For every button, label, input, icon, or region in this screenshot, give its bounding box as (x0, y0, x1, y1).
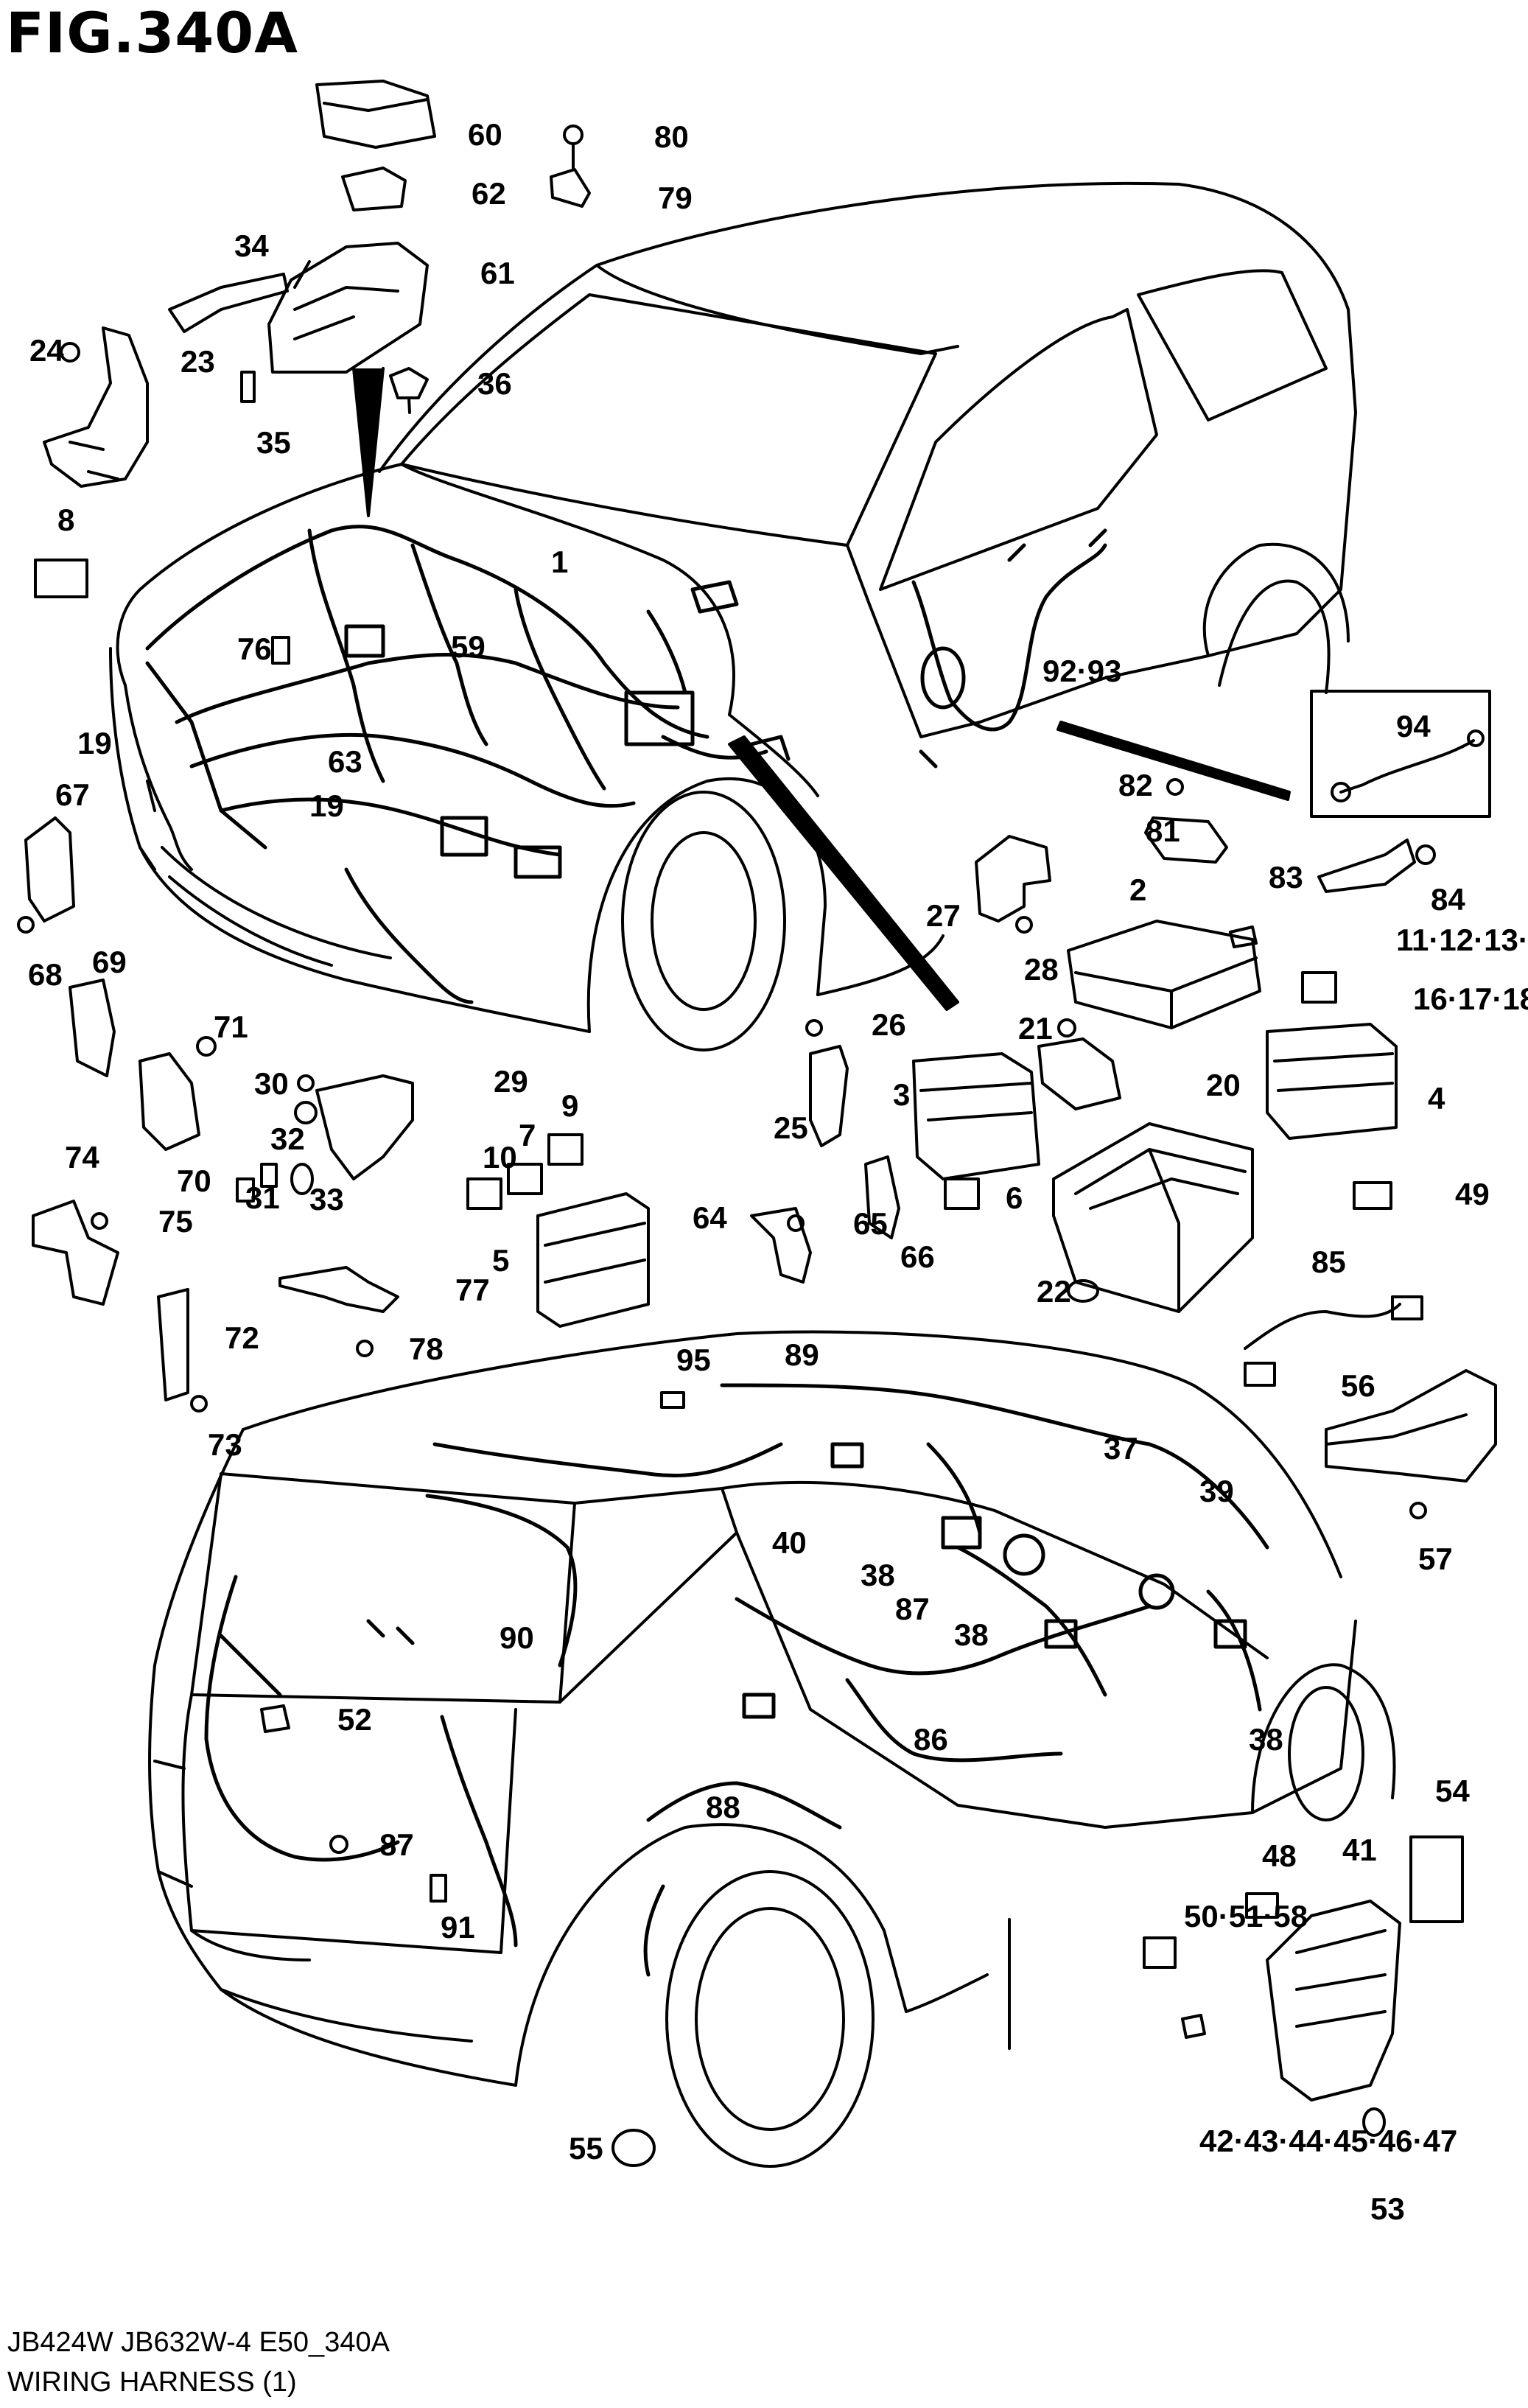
callout-19: 19 (77, 726, 112, 760)
body-harness-92-93 (911, 528, 1107, 769)
callout-67: 67 (55, 777, 90, 812)
callout-16-17-18: 16·17·18 (1413, 981, 1528, 1016)
callout-73: 73 (208, 1427, 242, 1462)
callout-22: 22 (1037, 1274, 1071, 1309)
callout-11-12-13-14-15: 11·12·13·14·15 (1396, 923, 1528, 957)
callout-21: 21 (1018, 1011, 1053, 1046)
callout-9: 9 (561, 1088, 578, 1123)
figure-subtitle: WIRING HARNESS (1) (7, 2367, 297, 2398)
callout-28: 28 (1024, 952, 1059, 987)
pointer-lines (352, 367, 1291, 2050)
figure-title: FIG.340A (6, 0, 298, 66)
callout-29: 29 (494, 1064, 528, 1099)
callout-57: 57 (1418, 1541, 1453, 1576)
callout-34: 34 (234, 228, 269, 263)
callout-36: 36 (477, 366, 512, 401)
callout-87: 87 (895, 1592, 930, 1626)
callout-50-51-58: 50·51·58 (1184, 1899, 1308, 1933)
callout-60: 60 (468, 117, 502, 152)
callout-3: 3 (893, 1077, 910, 1112)
callout-86: 86 (914, 1722, 948, 1757)
callout-82: 82 (1118, 768, 1153, 802)
rear-vehicle-outline (148, 1330, 1396, 2168)
callout-68: 68 (28, 957, 63, 992)
callout-75: 75 (158, 1204, 193, 1239)
callout-42-43-44-45-46-47: 42·43·44·45·46·47 (1199, 2124, 1457, 2158)
callout-7: 7 (519, 1118, 536, 1152)
callout-92-93: 92·93 (1042, 654, 1121, 688)
callout-38: 38 (861, 1558, 895, 1592)
callout-33: 33 (309, 1182, 344, 1217)
engine-harness (145, 525, 791, 1004)
callout-8: 8 (57, 503, 74, 537)
callout-76: 76 (237, 631, 272, 666)
callout-25: 25 (774, 1110, 808, 1145)
callout-40: 40 (772, 1525, 807, 1560)
rear-harness (204, 1383, 1269, 1977)
callout-26: 26 (872, 1007, 906, 1042)
callout-87: 87 (379, 1827, 414, 1862)
callout-53: 53 (1370, 2191, 1405, 2226)
callout-62: 62 (472, 176, 506, 211)
callout-63: 63 (328, 744, 362, 779)
callout-55: 55 (569, 2131, 603, 2166)
callout-52: 52 (337, 1702, 372, 1737)
callout-88: 88 (706, 1790, 740, 1824)
parts-upper (17, 80, 1491, 1413)
callout-23: 23 (181, 344, 215, 379)
callout-89: 89 (785, 1337, 819, 1372)
callout-66: 66 (900, 1239, 935, 1274)
callout-10: 10 (483, 1140, 517, 1175)
callout-84: 84 (1431, 882, 1465, 917)
callout-6: 6 (1006, 1180, 1023, 1215)
callout-77: 77 (455, 1273, 490, 1307)
front-vehicle-outline (109, 181, 1357, 1051)
callout-59: 59 (451, 629, 486, 664)
callout-85: 85 (1311, 1245, 1346, 1279)
callout-38: 38 (954, 1617, 989, 1652)
callout-1: 1 (551, 545, 568, 579)
callout-20: 20 (1206, 1068, 1241, 1102)
callout-61: 61 (480, 256, 515, 290)
callout-79: 79 (658, 181, 693, 215)
callout-41: 41 (1342, 1833, 1377, 1867)
callout-37: 37 (1104, 1431, 1138, 1466)
callout-19: 19 (309, 788, 344, 823)
callout-54: 54 (1435, 1774, 1470, 1808)
callout-32: 32 (270, 1121, 305, 1156)
callout-94: 94 (1396, 709, 1431, 743)
callout-80: 80 (654, 119, 689, 154)
callout-49: 49 (1455, 1177, 1490, 1211)
callout-91: 91 (441, 1910, 475, 1945)
callout-30: 30 (254, 1066, 289, 1101)
callout-81: 81 (1146, 813, 1180, 848)
callout-31: 31 (245, 1180, 280, 1215)
callout-24: 24 (29, 333, 64, 368)
callout-78: 78 (409, 1331, 444, 1366)
callout-56: 56 (1341, 1368, 1375, 1403)
callout-72: 72 (225, 1320, 259, 1355)
callout-2: 2 (1129, 872, 1146, 907)
figure-code: JB424W JB632W-4 E50_340A (7, 2327, 390, 2358)
callout-27: 27 (926, 898, 961, 933)
parts-lower (260, 1369, 1497, 2167)
callout-71: 71 (214, 1009, 248, 1044)
callout-65: 65 (853, 1206, 888, 1241)
callout-64: 64 (693, 1200, 727, 1235)
callout-83: 83 (1269, 860, 1303, 895)
callout-90: 90 (500, 1620, 534, 1655)
callout-4: 4 (1428, 1081, 1445, 1116)
callout-74: 74 (65, 1140, 99, 1175)
callout-35: 35 (256, 425, 291, 460)
callout-39: 39 (1199, 1474, 1234, 1508)
callout-95: 95 (676, 1343, 711, 1377)
callout-48: 48 (1262, 1838, 1297, 1873)
callout-5: 5 (492, 1243, 509, 1278)
callout-69: 69 (92, 945, 127, 979)
callout-38: 38 (1249, 1722, 1283, 1757)
callout-70: 70 (177, 1163, 211, 1198)
